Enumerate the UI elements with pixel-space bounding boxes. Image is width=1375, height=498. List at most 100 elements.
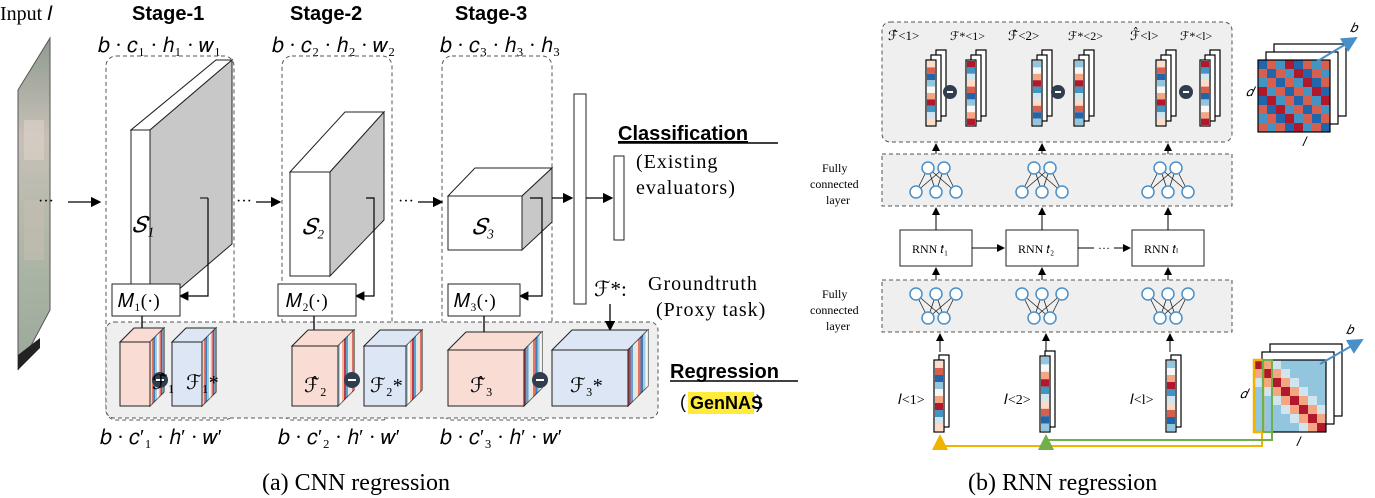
input-vector-1 [933,354,950,433]
input-vector-2 [1039,350,1056,433]
stage1-pred-cube [118,326,166,408]
genNAS-open: ( [680,392,686,412]
minus-icon [532,372,548,388]
green-arrow [1038,432,1273,450]
stage2-box [281,55,393,421]
input-dots: ··· [38,193,54,210]
top-label-5: ℱ*<l> [1180,29,1213,43]
stage1-bottom-dims: 𝑏 · 𝑐′₁ · ℎ′ · 𝑤′ [100,425,222,449]
stage3-top-dims: 𝑏 · 𝑐₃ · ℎ₃ · ℎ₃ [440,33,560,57]
gt-label-2: (Proxy task) [656,299,766,321]
pred-vector-1 [925,49,947,127]
stage1-block-label: 𝑆₁ [132,212,154,237]
stage3-module [447,283,521,317]
top-cube-b: 𝑏 [1350,20,1359,35]
top-cube-b-arrow [1315,36,1358,63]
caption-a: (a) CNN regression [262,470,450,496]
input-vector-l [1165,354,1182,433]
fc-networks [909,161,1195,325]
vertical-arrows [932,143,1174,352]
input-vectors [933,350,1182,433]
regression-label: Regression [670,361,779,383]
stage3-box [441,55,553,421]
stage2-top-dims: 𝑏 · 𝑐₂ · ℎ₂ · 𝑤₂ [272,33,395,57]
minus-icon [152,372,168,388]
rnn-cell-1-label: RNN 𝑡₁ [912,242,948,256]
rnn-cell-1 [899,229,973,267]
caption-b: (b) RNN regression [968,470,1157,496]
fc-label-top-2: connected [810,177,859,191]
gt-symbol: ℱ*: [594,277,627,301]
pred-vector-l [1155,49,1177,127]
stage1-target: ℱ₁* [186,372,219,394]
minus-icon [1051,85,1065,99]
stage3-target-cube [550,328,650,408]
stage3-title: Stage-3 [455,3,527,25]
fc-net-bot-l [1141,287,1195,325]
fc-label-bot-2: connected [810,303,859,317]
rnn-dots: ··· [1098,241,1110,255]
input-cube-bottom [1252,343,1343,434]
bot-cube-l: 𝑙 [1296,434,1302,449]
top-label-0: ℱ̂<1> [888,28,919,43]
fc-net-top-1 [909,161,963,199]
target-vector-1 [965,49,987,127]
stage1-pred: ℱ̂₁ [152,372,175,394]
top-label-3: ℱ*<2> [1068,29,1103,43]
stage2-block-label: 𝑆₂ [302,214,325,239]
fc-label-bot-3: layer [826,319,850,333]
stage2-block [288,110,386,278]
stage3-block-label: 𝑆₃ [472,214,494,239]
fc-label-top-1: Fully [822,161,847,175]
target-vector-2 [1073,49,1095,127]
stage3-pred-cube [446,330,544,408]
genNAS-highlight [688,392,754,414]
stage2-target-cube [362,328,424,408]
existing-label-2: evaluators) [636,177,736,199]
regression-cubes [118,326,650,408]
fc-label-bot-1: Fully [822,287,847,301]
stage-dots-2: ··· [398,193,414,210]
stage2-module [277,283,357,317]
fc-net-bot-1 [909,287,963,325]
stage2-title: Stage-2 [290,3,362,25]
bot-cube-b: 𝑏 [1346,322,1355,337]
minus-icon [344,372,360,388]
classification-label: Classification [618,123,748,145]
pred-vector-2 [1031,49,1053,127]
stage2-target: ℱ₂* [370,375,403,397]
top-label-1: ℱ*<1> [950,29,985,43]
top-label-2: ℱ̂<2> [1008,28,1039,43]
minus-icon [943,85,957,99]
stage2-module-label: 𝑀₂(·) [286,291,328,312]
fc-net-bot-2 [1015,287,1069,325]
rnn-cell-l [1131,229,1205,267]
output-vectors [925,49,1221,127]
existing-label-1: (Existing [636,151,718,173]
stage2-bottom-dims: 𝑏 · 𝑐′₂ · ℎ′ · 𝑤′ [278,425,400,449]
stage2-pred: ℱ̂₂ [304,375,327,397]
stage1-box [105,55,235,421]
stage1-block [129,58,234,316]
top-cube-l: 𝑙 [1302,134,1308,149]
fc-net-top-l [1141,161,1195,199]
stage3-target: ℱ₃* [570,375,603,397]
genNAS-label: GenNAS [690,393,763,413]
fc-net-top-2 [1015,161,1069,199]
top-label-4: ℱ̂<l> [1130,28,1159,43]
stage1-target-cube [170,326,218,408]
minus-icon [1179,85,1193,99]
input-label-2: 𝐼<2> [1004,393,1031,408]
rnn-cell-2 [1005,229,1079,267]
rnn-cell-l-label: RNN 𝑡ₗ [1144,242,1178,256]
input-label-1: 𝐼<1> [898,393,925,408]
input-label: Input 𝐼 [0,3,53,25]
fc-label-top-3: layer [826,193,850,207]
bot-cube-d: 𝑑 [1240,386,1251,401]
classifier-bar [613,155,625,241]
stage3-module-label: 𝑀₃(·) [454,291,496,312]
stage1-top-dims: 𝑏 · 𝑐₁ · ℎ₁ · 𝑤₁ [98,33,221,57]
target-cube-top [1257,43,1347,133]
fc-bar [573,93,587,305]
